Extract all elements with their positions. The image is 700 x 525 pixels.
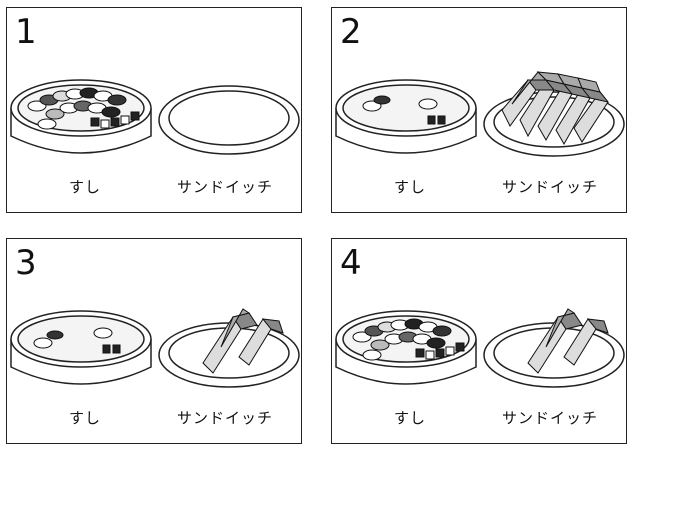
option-number: 4 — [340, 243, 362, 283]
sushi-pieces-full — [352, 318, 465, 361]
option-number: 3 — [15, 243, 37, 283]
option-panel-3[interactable]: 3 すし サンドイッチ — [6, 238, 302, 444]
sushi-label: すし — [394, 178, 427, 196]
sandwich-label: サンドイッチ — [502, 409, 599, 427]
sushi-tub — [335, 79, 477, 154]
option-panel-4[interactable]: 4 — [331, 238, 627, 444]
sandwiches-few — [527, 308, 609, 374]
option-number: 1 — [15, 12, 37, 52]
sandwiches-few — [202, 308, 284, 374]
food-illustration — [335, 308, 625, 388]
sandwich-label: サンドイッチ — [502, 178, 599, 196]
food-illustration — [335, 71, 625, 157]
option-panel-2[interactable]: 2 — [331, 7, 627, 213]
food-illustration — [10, 308, 300, 388]
sushi-pieces-few — [362, 95, 446, 125]
food-illustration — [10, 79, 300, 155]
sushi-label: すし — [394, 409, 427, 427]
sushi-pieces-few — [33, 327, 121, 354]
sushi-label: すし — [69, 178, 102, 196]
sushi-pieces-full — [27, 87, 140, 130]
option-panel-1[interactable]: 1 — [6, 7, 302, 213]
sandwich-label: サンドイッチ — [177, 178, 274, 196]
sushi-label: すし — [69, 409, 102, 427]
sushi-tub — [10, 310, 152, 385]
sandwich-label: サンドイッチ — [177, 409, 274, 427]
sandwich-plate-empty — [158, 85, 300, 155]
sandwiches-many — [501, 71, 610, 146]
option-number: 2 — [340, 12, 362, 52]
